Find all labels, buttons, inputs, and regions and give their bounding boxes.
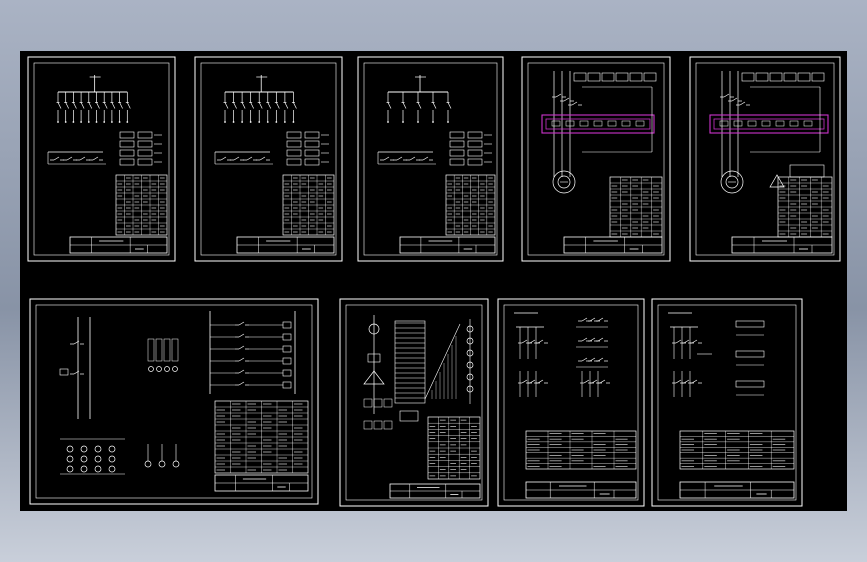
sheet-4 [521,56,671,262]
sheet-2 [194,56,343,262]
drawing-canvas [27,56,841,507]
sheet-5 [689,56,841,262]
sheet-9 [651,298,803,507]
cad-model-space[interactable] [20,51,847,511]
sheet-6 [29,298,319,505]
sheet-3 [357,56,504,262]
sheet-1 [27,56,176,262]
sheet-7 [339,298,489,507]
sheet-8 [497,298,645,507]
